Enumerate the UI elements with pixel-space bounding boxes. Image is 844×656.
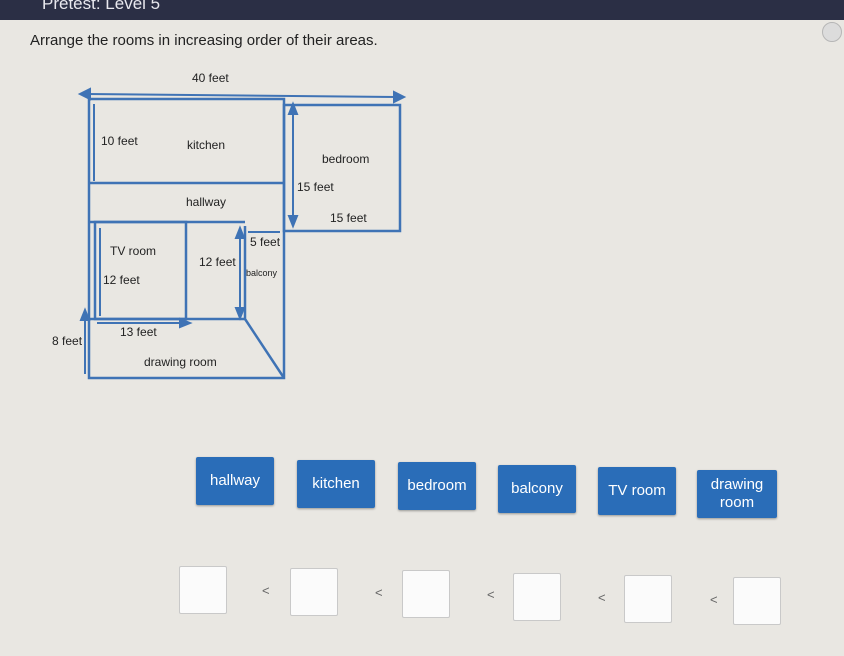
choice-kitchen[interactable]: kitchen [297, 460, 375, 508]
bedroom-height-label: 15 feet [297, 180, 334, 194]
answer-slot-6[interactable] [733, 577, 781, 625]
tv-room-label: TV room [110, 244, 156, 258]
width-arrow-head-left [77, 87, 91, 101]
bedroom-width-label: 15 feet [330, 211, 367, 225]
drawing-room-height-label: 8 feet [52, 334, 83, 348]
top-bar: Pretest: Level 5 [0, 0, 844, 20]
less-than-4: < [598, 590, 606, 605]
tv-room-outline [93, 220, 188, 321]
width-arrow [85, 93, 399, 98]
choice-tv-room[interactable]: TV room [598, 467, 676, 515]
choice-balcony[interactable]: balcony [498, 465, 576, 513]
bedroom-label: bedroom [322, 152, 369, 166]
lesson-title: Pretest: Level 5 [42, 0, 161, 13]
balcony-arrow-head-bottom [234, 307, 246, 321]
choice-drawing-room[interactable]: drawing room [697, 470, 777, 518]
balcony-height-label: 12 feet [199, 255, 236, 269]
collapse-toggle-icon[interactable] [822, 22, 842, 42]
choice-tv-room-label: TV room [608, 482, 666, 499]
drawing-arrow-head-right [179, 317, 193, 329]
drawing-room-label: drawing room [144, 355, 217, 369]
drawing-room-width-label: 13 feet [120, 325, 157, 339]
choice-hallway[interactable]: hallway [196, 457, 274, 505]
choice-bedroom-label: bedroom [407, 477, 467, 494]
bedroom-arrow-head-top [287, 101, 299, 115]
kitchen-height-label: 10 feet [101, 134, 138, 148]
hallway-label: hallway [186, 195, 226, 209]
less-than-3: < [487, 587, 495, 602]
kitchen-label: kitchen [187, 138, 225, 152]
choice-hallway-label: hallway [209, 472, 261, 489]
answer-slot-4[interactable] [513, 573, 561, 621]
less-than-5: < [710, 592, 718, 607]
less-than-1: < [262, 583, 270, 598]
answer-slot-2[interactable] [290, 568, 338, 616]
choice-bedroom[interactable]: bedroom [398, 462, 476, 510]
choice-drawing-room-line2: room [719, 494, 755, 511]
bedroom-outline [282, 103, 402, 233]
answer-slot-1[interactable] [179, 566, 227, 614]
choice-kitchen-label: kitchen [312, 475, 360, 492]
choice-drawing-room-line1: drawing [710, 476, 764, 493]
overall-width-label: 40 feet [192, 71, 229, 85]
choice-balcony-label: balcony [511, 480, 563, 497]
balcony-label: balcony [246, 268, 278, 278]
bedroom-arrow-head-bottom [287, 215, 299, 229]
answer-slot-3[interactable] [402, 570, 450, 618]
balcony-arrow-head-top [234, 225, 246, 239]
tv-room-height-label: 12 feet [103, 273, 140, 287]
less-than-2: < [375, 585, 383, 600]
drawing-height-head-top [79, 307, 91, 321]
floor-plan-diagram: 40 feet 10 feet kitchen bedroom 15 feet … [52, 71, 407, 380]
question-prompt: Arrange the rooms in increasing order of… [30, 32, 378, 49]
balcony-width-label: 5 feet [250, 235, 281, 249]
width-arrow-head-right [393, 90, 407, 104]
answer-slot-5[interactable] [624, 575, 672, 623]
